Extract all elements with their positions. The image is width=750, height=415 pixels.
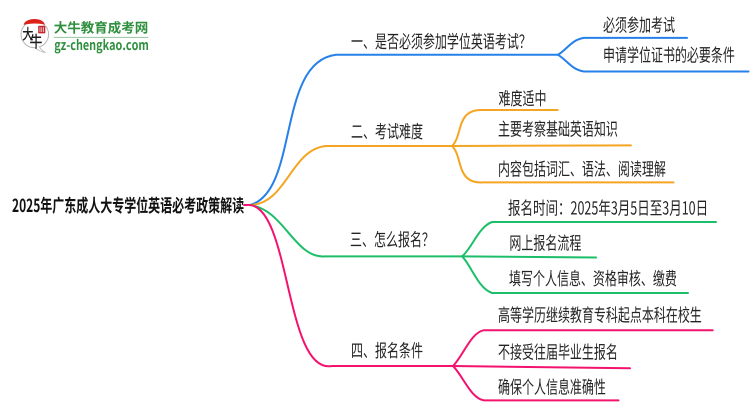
svg-text:难度适中: 难度适中 [499, 85, 547, 111]
svg-text:高等学历继续教育专科起点本科在校生: 高等学历继续教育专科起点本科在校生 [498, 301, 702, 327]
svg-text:一、是否必须参加学位英语考试？: 一、是否必须参加学位英语考试？ [351, 28, 531, 54]
svg-text:主要考察基础英语知识: 主要考察基础英语知识 [498, 115, 618, 141]
svg-text:确保个人信息准确性: 确保个人信息准确性 [498, 374, 606, 400]
svg-text:gz-chengkao.com: gz-chengkao.com [54, 33, 149, 54]
svg-text:网上报名流程: 网上报名流程 [509, 230, 581, 256]
svg-text:不接受往届毕业生报名: 不接受往届毕业生报名 [498, 339, 618, 365]
svg-text:2025年广东成人大专学位英语必考政策解读: 2025年广东成人大专学位英语必考政策解读 [12, 192, 244, 218]
svg-text:必须参加考试: 必须参加考试 [603, 12, 675, 38]
svg-text:大牛教育成考网: 大牛教育成考网 [54, 17, 149, 37]
svg-text:填写个人信息、资格审核、缴费: 填写个人信息、资格审核、缴费 [509, 265, 677, 291]
svg-text:大: 大 [22, 22, 33, 43]
svg-text:牛: 牛 [30, 30, 43, 53]
svg-text:四、报名条件: 四、报名条件 [351, 337, 423, 363]
svg-text:申请学位证书的必要条件: 申请学位证书的必要条件 [603, 42, 735, 68]
svg-text:报名时间：2025年3月5日至3月10日: 报名时间：2025年3月5日至3月10日 [508, 195, 708, 221]
svg-text:二、考试难度: 二、考试难度 [351, 118, 423, 144]
svg-text:内容包括词汇、语法、阅读理解: 内容包括词汇、语法、阅读理解 [498, 155, 666, 181]
svg-text:三、怎么报名？: 三、怎么报名？ [350, 226, 434, 252]
